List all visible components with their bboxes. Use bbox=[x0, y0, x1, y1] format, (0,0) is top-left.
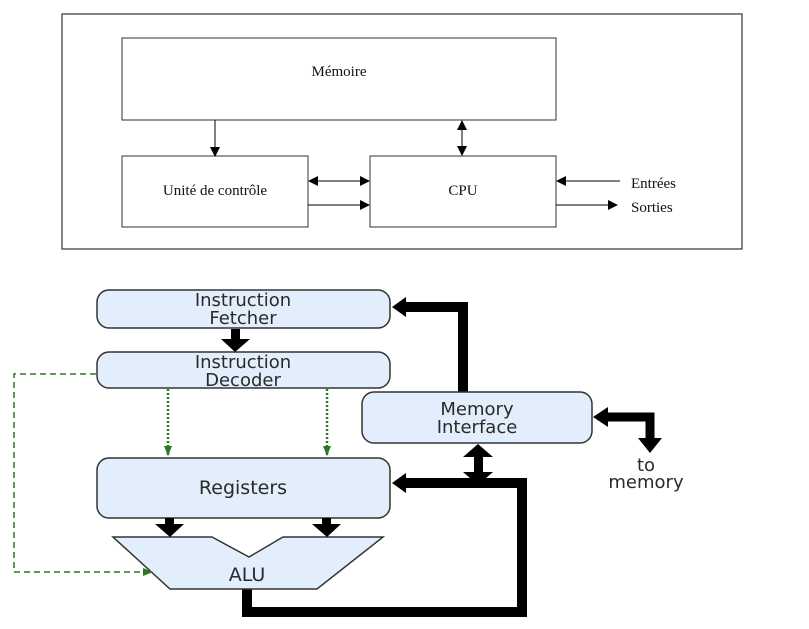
cpu-pipeline-diagram: Instruction Fetcher Instruction Decoder … bbox=[13, 289, 684, 617]
to-memory-label-line2: memory bbox=[608, 472, 684, 493]
fetcher-label-line2: Fetcher bbox=[209, 308, 277, 329]
memory-interface-label-line2: Interface bbox=[437, 417, 518, 438]
inputs-label: Entrées bbox=[631, 176, 676, 192]
decoder-label-line2: Decoder bbox=[205, 370, 281, 391]
registers-to-alu-right-arrow bbox=[312, 518, 341, 537]
registers-to-alu-left-arrow bbox=[155, 518, 184, 537]
memory-to-fetcher-path bbox=[404, 302, 468, 392]
to-memory-arrow bbox=[593, 407, 662, 453]
fetcher-label-line1: Instruction bbox=[195, 290, 291, 311]
alu-to-registers-loop bbox=[242, 478, 527, 617]
registers-box bbox=[96, 457, 391, 519]
decoder-to-alu-control-path bbox=[13, 373, 153, 576]
cpu-box bbox=[369, 155, 557, 228]
fetcher-to-decoder-arrow bbox=[221, 329, 250, 352]
alu-label: ALU bbox=[229, 564, 266, 586]
outer-frame bbox=[61, 13, 743, 250]
decoder-label-line1: Instruction bbox=[195, 352, 291, 373]
instruction-decoder-box bbox=[96, 351, 391, 389]
von-neumann-diagram: Mémoire Unité de contrôle CPU Entrées So… bbox=[61, 13, 743, 250]
alu-shape bbox=[111, 536, 386, 590]
fetcher-arrowhead bbox=[392, 297, 406, 317]
control-unit-box bbox=[121, 155, 309, 228]
memory-interface-registers-bidirectional-arrow bbox=[463, 444, 493, 485]
to-memory-label-line1: to bbox=[637, 455, 655, 476]
registers-arrowhead bbox=[392, 473, 406, 493]
memory-box bbox=[121, 37, 557, 121]
control-unit-label: Unité de contrôle bbox=[163, 183, 267, 199]
memory-interface-label-line1: Memory bbox=[440, 399, 514, 420]
cpu-label: CPU bbox=[448, 183, 477, 199]
instruction-fetcher-box bbox=[96, 289, 391, 329]
outputs-label: Sorties bbox=[631, 200, 673, 216]
registers-label: Registers bbox=[199, 477, 287, 499]
memory-interface-box bbox=[361, 391, 593, 444]
memory-label: Mémoire bbox=[312, 64, 367, 80]
